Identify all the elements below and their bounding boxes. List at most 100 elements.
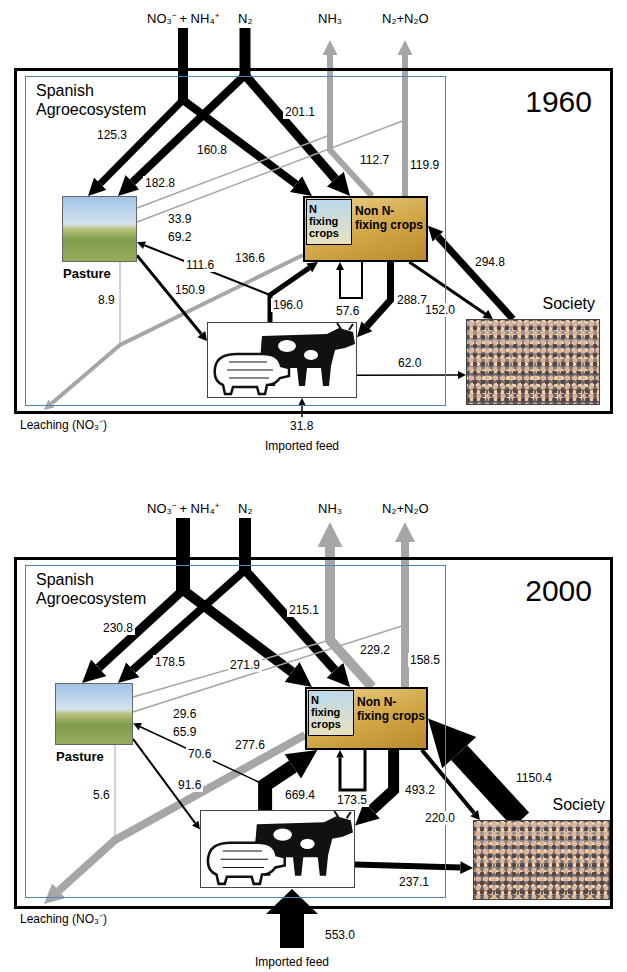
arrow-head <box>197 331 207 341</box>
flow-arrow <box>270 262 318 322</box>
society-box: Society <box>473 820 610 900</box>
flow-label: N₂ <box>236 11 254 26</box>
input-flows <box>100 28 362 417</box>
pig-symbol <box>215 354 289 394</box>
flow-value: 5.6 <box>91 788 112 802</box>
input-arrow <box>133 570 245 670</box>
flow-arrow <box>355 750 394 826</box>
leaching-line <box>115 745 116 840</box>
flow-value: 237.1 <box>397 875 431 889</box>
flow-label: Leaching (NO₃⁻) <box>18 912 109 926</box>
node-label: Society <box>543 295 595 313</box>
flow-value: 112.7 <box>358 153 391 167</box>
flow-label: NO₃⁻ + NH₄⁺ <box>145 11 221 26</box>
flow-value: 196.0 <box>271 298 305 312</box>
arrow-head <box>428 226 443 242</box>
flow-value: 57.6 <box>334 304 361 318</box>
node-label: N fixing crops <box>309 203 349 239</box>
arrow-head <box>460 861 473 874</box>
pig-hatching <box>227 362 273 378</box>
livestock-box <box>207 322 357 398</box>
panel-frame: 1960 Spanish AgroecosystemPasture Non N-fi… <box>14 68 613 414</box>
input-stem <box>239 518 251 572</box>
society-box: Society <box>466 319 600 405</box>
node-label: N fixing crops <box>311 694 351 730</box>
flow-value: 1150.4 <box>514 771 554 785</box>
node-label: Society <box>553 796 605 814</box>
flow-value: 62.0 <box>396 356 423 370</box>
leaching-arrow <box>52 255 303 404</box>
loss-line <box>137 135 330 208</box>
loss-line <box>133 640 330 697</box>
arrow-head <box>428 719 476 769</box>
input-arrow <box>133 75 246 182</box>
flow-label: NH₃ <box>316 501 344 516</box>
flow-value: 8.9 <box>96 293 117 307</box>
leaching-line <box>120 262 121 345</box>
flow-value: 119.9 <box>408 158 441 172</box>
flow-value: 91.6 <box>176 778 203 792</box>
flow-line <box>355 865 460 868</box>
flow-arrow <box>428 719 521 821</box>
flow-value: 29.6 <box>171 707 198 721</box>
year-heading: 2000 <box>525 574 592 608</box>
flow-value: 150.9 <box>173 283 207 297</box>
flow-line <box>459 753 521 820</box>
system-boundary: Spanish AgroecosystemPasture Non N-fixing… <box>25 565 446 898</box>
pasture-box: Pasture <box>62 196 137 262</box>
flow-value: 220.0 <box>423 811 457 825</box>
year-heading: 1960 <box>525 85 592 119</box>
flow-value: 70.6 <box>186 747 213 761</box>
flow-value: 125.3 <box>95 128 129 142</box>
flow-value: 136.6 <box>233 251 267 265</box>
crops-box: Non N-fixing cropsN fixing crops <box>303 196 428 262</box>
loss-arrow <box>330 547 372 687</box>
node-label: Spanish Agroecosystem <box>36 570 166 608</box>
flow-value: 69.2 <box>166 230 193 244</box>
node-label: Spanish Agroecosystem <box>36 81 166 119</box>
crops-box: Non N-fixing cropsN fixing crops <box>305 687 428 750</box>
flow-label: Leaching (NO₃⁻) <box>18 418 109 432</box>
flow-arrow <box>357 371 466 379</box>
flow-value: 152.0 <box>423 303 457 317</box>
cow-horns <box>337 323 353 330</box>
flow-value: 215.1 <box>287 603 321 617</box>
arrow-head <box>133 723 142 730</box>
arrow-head <box>192 821 200 830</box>
flow-value: 160.8 <box>195 143 229 157</box>
seed-loop <box>340 262 362 298</box>
node-label: Non N-fixing crops <box>357 695 425 723</box>
cow-patch <box>273 828 292 840</box>
flow-value: 31.8 <box>288 419 315 433</box>
cow-patch <box>304 350 318 360</box>
flow-line <box>372 750 394 810</box>
picture-ground <box>207 322 357 398</box>
nfix-crops-box: N fixing crops <box>308 690 354 736</box>
flow-value: 178.5 <box>153 655 187 669</box>
flow-arrow <box>265 750 317 810</box>
livestock-picture <box>200 810 355 888</box>
node-label: Pasture <box>63 266 111 281</box>
flow-label: Imported feed <box>263 439 341 453</box>
arrow-head <box>483 310 493 319</box>
flow-line <box>357 374 458 376</box>
livestock-picture <box>207 322 357 398</box>
flow-value: 230.8 <box>101 621 135 635</box>
livestock-box <box>200 810 355 888</box>
flow-label: Imported feed <box>253 955 331 969</box>
flow-value: 158.5 <box>408 653 442 667</box>
flow-value: 33.9 <box>166 212 193 226</box>
input-arrow <box>245 570 335 670</box>
arrow-head <box>357 321 372 337</box>
flow-label: NO₃⁻ + NH₄⁺ <box>145 501 221 516</box>
input-stem <box>178 28 188 102</box>
flow-label: N₂ <box>236 501 254 516</box>
flow-line <box>144 245 270 322</box>
cow-horns <box>334 811 351 818</box>
flow-value: 553.0 <box>323 928 357 942</box>
cow-patch <box>300 839 314 849</box>
pasture-box: Pasture <box>55 683 133 745</box>
flow-value: 294.8 <box>473 255 507 269</box>
flow-label: N₂+N₂O <box>380 11 431 26</box>
